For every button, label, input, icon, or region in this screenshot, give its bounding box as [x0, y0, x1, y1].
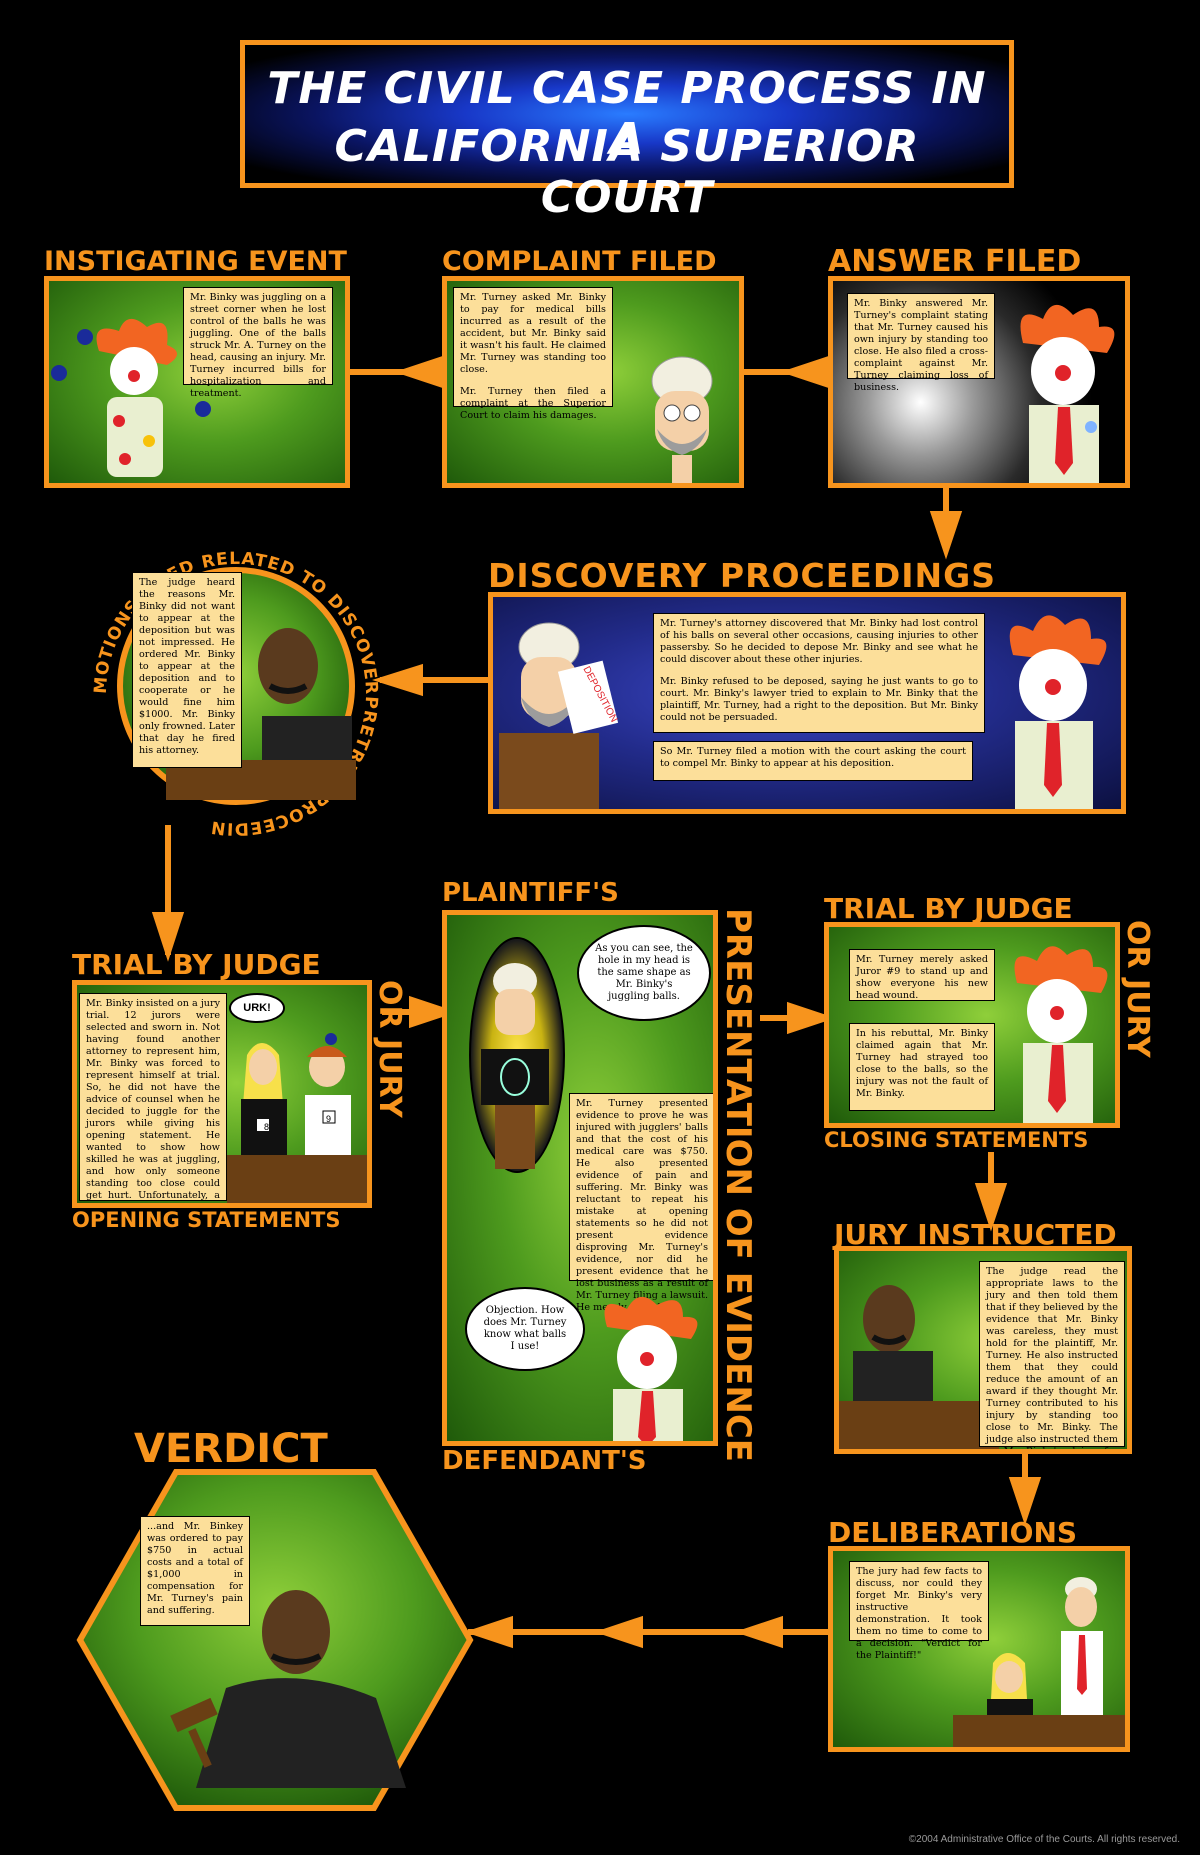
- heading-instigating: INSTIGATING EVENT: [44, 246, 347, 277]
- heading-discovery: DISCOVERY PROCEEDINGS: [488, 556, 996, 595]
- heading-jury: JURY INSTRUCTED: [834, 1218, 1117, 1251]
- title-banner: THE CIVIL CASE PROCESS IN A CALIFORNIA S…: [240, 40, 1014, 223]
- heading-closing-bottom: CLOSING STATEMENTS: [824, 1128, 1089, 1152]
- panel-instigating: Mr. Binky was juggling on a street corne…: [44, 276, 350, 488]
- judge-illustration: [166, 628, 356, 800]
- panel-opening: Mr. Binky insisted on a jury trial. 12 j…: [72, 980, 372, 1208]
- heading-evidence-side: PRESENTATION OF EVIDENCE: [718, 908, 758, 1462]
- panel-deliberations: The jury had few facts to discuss, nor c…: [828, 1546, 1130, 1752]
- sad-clown-illustration: [1014, 946, 1108, 1123]
- heading-deliberations: DELIBERATIONS: [828, 1516, 1078, 1549]
- note-complaint: Mr. Turney asked Mr. Binky to pay for me…: [453, 287, 613, 421]
- heading-evidence-top: PLAINTIFF'S: [442, 878, 619, 908]
- note-closing-1: Mr. Turney merely asked Juror #9 to stan…: [849, 949, 995, 1001]
- note-motions: The judge heard the reasons Mr. Binky di…: [132, 572, 242, 768]
- note-jury: The judge read the appropriate laws to t…: [979, 1261, 1125, 1449]
- note-verdict: ...and Mr. Binkey was ordered to pay $75…: [140, 1516, 250, 1626]
- heading-answer: ANSWER FILED: [828, 244, 1082, 279]
- title-line-2: CALIFORNIA SUPERIOR COURT: [334, 121, 920, 223]
- panel-evidence: As you can see, the hole in my head is t…: [442, 910, 718, 1446]
- bandaged-man-illustration: [651, 356, 713, 483]
- attorney-with-deposition-illustration: [499, 622, 619, 809]
- note-complaint-p1: Mr. Turney asked Mr. Binky to pay for me…: [460, 292, 606, 375]
- judge-with-gavel-illustration: [170, 1590, 406, 1788]
- jurors-illustration: [953, 1577, 1125, 1747]
- heading-opening-bottom: OPENING STATEMENTS: [72, 1208, 341, 1232]
- heading-complaint: COMPLAINT FILED: [442, 246, 717, 277]
- verdict-hexagon-frame: [76, 1469, 474, 1811]
- note-discovery-p1: Mr. Turney's attorney discovered that Mr…: [660, 618, 978, 665]
- panel-complaint: Mr. Turney asked Mr. Binky to pay for me…: [442, 276, 744, 488]
- juror-9-badge: 9: [326, 1114, 332, 1124]
- panel-answer: Mr. Binky answered Mr. Turney's complain…: [828, 276, 1130, 488]
- juggling-clown-illustration: [51, 318, 211, 477]
- note-instigating: Mr. Binky was juggling on a street corne…: [183, 287, 333, 399]
- heading-closing-top: TRIAL BY JUDGE: [824, 892, 1073, 925]
- panel-closing: Mr. Turney merely asked Juror #9 to stan…: [824, 922, 1120, 1128]
- note-answer: Mr. Binky answered Mr. Turney's complain…: [847, 293, 995, 393]
- heading-evidence-bottom: DEFENDANT'S: [442, 1446, 647, 1476]
- note-opening: Mr. Binky insisted on a jury trial. 12 j…: [79, 993, 227, 1203]
- urk-bubble: URK!: [229, 993, 285, 1023]
- panel-discovery: DEPOSITION Mr. Turney's attorney discove…: [488, 592, 1126, 814]
- judge-illustration: [839, 1285, 999, 1449]
- note-discovery-p2: Mr. Binky refused to be deposed, saying …: [660, 676, 978, 723]
- heading-verdict: VERDICT: [134, 1426, 328, 1472]
- turney-with-xray-illustration: [481, 963, 549, 1169]
- speech-bubble-objection: Objection. How does Mr. Turney know what…: [465, 1287, 585, 1371]
- note-complaint-p2: Mr. Turney then filed a complaint at the…: [460, 386, 606, 421]
- panel-jury: The judge read the appropriate laws to t…: [834, 1246, 1132, 1454]
- jurors-illustration: [227, 1033, 367, 1203]
- sad-clown-illustration: [604, 1296, 698, 1441]
- note-deliberations: The jury had few facts to discuss, nor c…: [849, 1561, 989, 1661]
- juror-8-badge: 8: [264, 1122, 270, 1132]
- sad-clown-illustration: [1020, 304, 1115, 483]
- sad-clown-illustration: [1009, 615, 1107, 809]
- copyright-footer: ©2004 Administrative Office of the Court…: [908, 1834, 1180, 1845]
- heading-opening-side: OR JURY: [372, 980, 407, 1118]
- heading-opening-top: TRIAL BY JUDGE: [72, 948, 321, 981]
- note-closing-2: In his rebuttal, Mr. Binky claimed again…: [849, 1023, 995, 1111]
- note-discovery: Mr. Turney's attorney discovered that Mr…: [653, 613, 985, 733]
- heading-closing-side: OR JURY: [1120, 920, 1155, 1058]
- speech-bubble-evidence: As you can see, the hole in my head is t…: [577, 925, 711, 1021]
- title-line-1: THE CIVIL CASE PROCESS IN A: [267, 63, 987, 165]
- note-discovery-motion: So Mr. Turney filed a motion with the co…: [653, 741, 973, 781]
- note-evidence: Mr. Turney presented evidence to prove h…: [569, 1093, 713, 1313]
